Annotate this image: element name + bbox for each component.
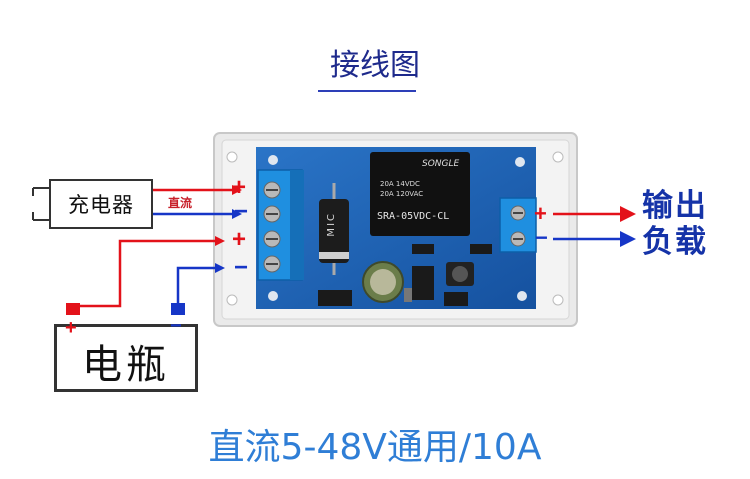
ic-chip xyxy=(412,266,434,300)
output-minus: − xyxy=(535,225,548,250)
relay-model: SRA-05VDC-CL xyxy=(377,211,450,222)
relay-rating-2: 20A 120VAC xyxy=(380,190,424,198)
smd-part xyxy=(470,244,492,254)
relay xyxy=(370,152,470,236)
capacitor xyxy=(362,261,404,303)
input-minus-top: − xyxy=(234,198,249,225)
smd-diode xyxy=(318,290,352,306)
mount-hole xyxy=(226,294,238,306)
mount-hole xyxy=(552,294,564,306)
input-plus-top: + xyxy=(232,174,247,201)
arrow-head xyxy=(620,206,636,222)
arrow-head xyxy=(620,231,636,247)
inductor xyxy=(446,262,474,286)
arrow-head xyxy=(232,209,242,219)
output-load-label: 输出 负载 xyxy=(642,188,708,260)
diode xyxy=(319,183,349,275)
battery-terminal-positive xyxy=(66,303,80,315)
dc-wire-tag: 直流 xyxy=(168,196,193,210)
smd-part xyxy=(404,288,412,302)
wire-battery-negative xyxy=(176,266,215,306)
input-minus-bottom: − xyxy=(234,254,249,281)
input-terminal-block xyxy=(257,169,304,281)
relay-rating-1: 20A 14VDC xyxy=(380,180,420,188)
output-plus: + xyxy=(534,201,547,226)
footer-spec: 直流5-48V通用/10A xyxy=(208,427,542,468)
input-plus-bottom: + xyxy=(232,226,247,253)
pcb-hole xyxy=(268,155,278,165)
diode-marking: MIC xyxy=(326,212,337,237)
pcb-hole xyxy=(268,291,278,301)
diagram-title: 接线图 xyxy=(330,48,420,83)
charger-label: 充电器 xyxy=(68,193,134,217)
arrow-head xyxy=(215,236,225,246)
output-terminal-block xyxy=(499,197,537,253)
battery-minus-sign: − xyxy=(170,315,182,337)
mount-hole xyxy=(226,151,238,163)
arrow-head xyxy=(232,185,242,195)
battery-terminal-negative xyxy=(171,303,185,315)
output-label-line2: 负载 xyxy=(642,224,708,260)
pcb-hole xyxy=(517,291,527,301)
smd-part xyxy=(412,244,434,254)
charger-box: 充电器 xyxy=(49,179,153,229)
output-label-line1: 输出 xyxy=(642,188,708,224)
battery-box xyxy=(54,324,198,392)
pcb-hole xyxy=(515,157,525,167)
arrow-head xyxy=(215,263,225,273)
ic-chip xyxy=(444,292,468,306)
relay-brand: SONGLE xyxy=(422,159,460,169)
wire-battery-positive xyxy=(72,239,215,308)
title-underline xyxy=(318,90,416,92)
battery-label: 电瓶 xyxy=(82,342,170,388)
battery-plus-sign: + xyxy=(65,317,77,339)
mount-hole xyxy=(552,151,564,163)
